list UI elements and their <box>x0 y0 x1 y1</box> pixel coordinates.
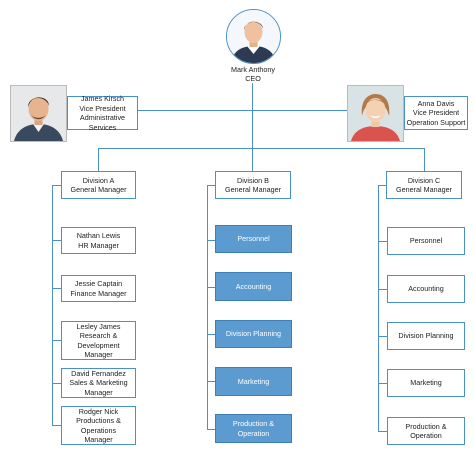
vp-right-title: Vice President <box>412 108 460 118</box>
staff-line: Manager <box>84 435 113 444</box>
vp-branch-line <box>137 110 348 111</box>
division-b-tick <box>207 287 216 288</box>
vp-left-portrait-icon <box>11 86 66 141</box>
unit-line: Marketing <box>237 376 270 386</box>
vp-right-dept: Operation Support <box>406 117 466 127</box>
division-c-tick <box>378 383 387 384</box>
staff-line: Rodger Nick <box>78 406 119 416</box>
division-b-title: General Manager <box>225 185 281 194</box>
division-c-unit-card[interactable]: Marketing <box>387 369 465 397</box>
unit-line: Operation <box>237 428 270 438</box>
staff-line: Operations <box>80 425 117 435</box>
staff-line: David Fernandez <box>71 368 126 378</box>
division-b-tick <box>207 240 216 241</box>
vp-left-title: Vice President <box>79 103 126 113</box>
division-b-spine-top <box>207 185 216 186</box>
division-a-tick <box>52 240 61 241</box>
ceo-portrait-icon <box>227 10 280 63</box>
division-c-spine-top <box>378 185 387 186</box>
staff-line: Manager <box>84 387 113 397</box>
division-c-unit-card[interactable]: Production & Operation <box>387 417 465 445</box>
division-c-spine-line <box>378 185 379 431</box>
division-a-title: General Manager <box>70 185 127 194</box>
division-c-tick <box>378 336 387 337</box>
ceo-title: CEO <box>245 74 261 83</box>
unit-line: Operation <box>410 431 442 440</box>
ceo-name: Mark Anthony <box>231 65 275 74</box>
vp-left-photo <box>10 85 67 142</box>
vp-left-name: James Kirsch <box>80 94 125 103</box>
division-b-unit-card[interactable]: Personnel <box>215 225 292 253</box>
division-c-tick <box>378 289 387 290</box>
division-a-tick <box>52 425 61 426</box>
division-b-spine-line <box>207 185 208 429</box>
unit-line: Marketing <box>410 378 442 388</box>
staff-line: HR Manager <box>78 240 119 250</box>
division-a-tick <box>52 383 61 384</box>
vp-left-dept: Administrative Services <box>79 113 126 132</box>
division-b-tick <box>207 334 216 335</box>
division-c-tick <box>378 241 387 242</box>
vp-right-portrait-icon <box>348 86 403 141</box>
division-c-name: Division C <box>407 175 441 185</box>
division-c-title: General Manager <box>396 185 452 194</box>
unit-line: Production & <box>232 419 275 428</box>
ceo-avatar <box>226 9 281 64</box>
unit-line: Division Planning <box>398 331 454 341</box>
staff-line: Nathan Lewis <box>76 231 121 240</box>
division-a-drop-line <box>98 148 99 171</box>
staff-line: Productions & <box>76 416 121 425</box>
vp-right-name: Anna Davis <box>417 98 455 108</box>
division-a-card[interactable]: Division A General Manager <box>61 171 136 199</box>
ceo-trunk-line <box>252 83 253 149</box>
unit-line: Division Planning <box>225 329 282 339</box>
staff-line: Research & <box>79 331 118 340</box>
division-b-name: Division B <box>237 175 269 185</box>
vp-left-card[interactable]: James Kirsch Vice President Administrati… <box>67 94 138 132</box>
vp-right-card[interactable]: Anna Davis Vice President Operation Supp… <box>404 96 468 130</box>
division-a-staff-card[interactable]: Lesley James Research & Development Mana… <box>61 321 136 360</box>
division-a-staff-card[interactable]: Jessie Captain Finance Manager <box>61 275 136 302</box>
division-a-tick <box>52 288 61 289</box>
division-a-name: Division A <box>82 175 115 185</box>
division-c-card[interactable]: Division C General Manager <box>386 171 462 199</box>
division-b-unit-card[interactable]: Production & Operation <box>215 414 292 443</box>
division-c-tick <box>378 431 387 432</box>
division-a-staff-card[interactable]: Nathan Lewis HR Manager <box>61 227 136 254</box>
vp-right-photo <box>347 85 404 142</box>
division-a-tick <box>52 340 61 341</box>
division-b-card[interactable]: Division B General Manager <box>215 171 291 199</box>
staff-line: Development <box>77 340 120 350</box>
division-c-unit-card[interactable]: Personnel <box>387 227 465 255</box>
staff-line: Jessie Captain <box>74 279 123 288</box>
unit-line: Production & <box>405 421 447 431</box>
staff-line: Manager <box>84 350 113 359</box>
staff-line: Lesley James <box>76 321 121 331</box>
unit-line: Accounting <box>408 284 444 294</box>
division-b-tick <box>207 429 216 430</box>
division-b-unit-card[interactable]: Division Planning <box>215 320 292 348</box>
unit-line: Accounting <box>235 281 272 291</box>
division-a-spine-line <box>52 185 53 425</box>
division-b-unit-card[interactable]: Accounting <box>215 272 292 301</box>
division-b-tick <box>207 381 216 382</box>
division-a-staff-card[interactable]: David Fernandez Sales & Marketing Manage… <box>61 368 136 398</box>
division-c-drop-line <box>424 148 425 171</box>
staff-line: Finance Manager <box>70 288 127 298</box>
unit-line: Personnel <box>409 236 443 246</box>
staff-line: Sales & Marketing <box>69 378 128 388</box>
division-a-staff-card[interactable]: Rodger Nick Productions & Operations Man… <box>61 406 136 445</box>
division-a-spine-top <box>52 185 61 186</box>
division-b-unit-card[interactable]: Marketing <box>215 367 292 396</box>
division-b-drop-line <box>252 148 253 171</box>
division-c-unit-card[interactable]: Division Planning <box>387 322 465 350</box>
unit-line: Personnel <box>237 234 270 244</box>
division-bus-line <box>98 148 424 149</box>
division-c-unit-card[interactable]: Accounting <box>387 275 465 303</box>
